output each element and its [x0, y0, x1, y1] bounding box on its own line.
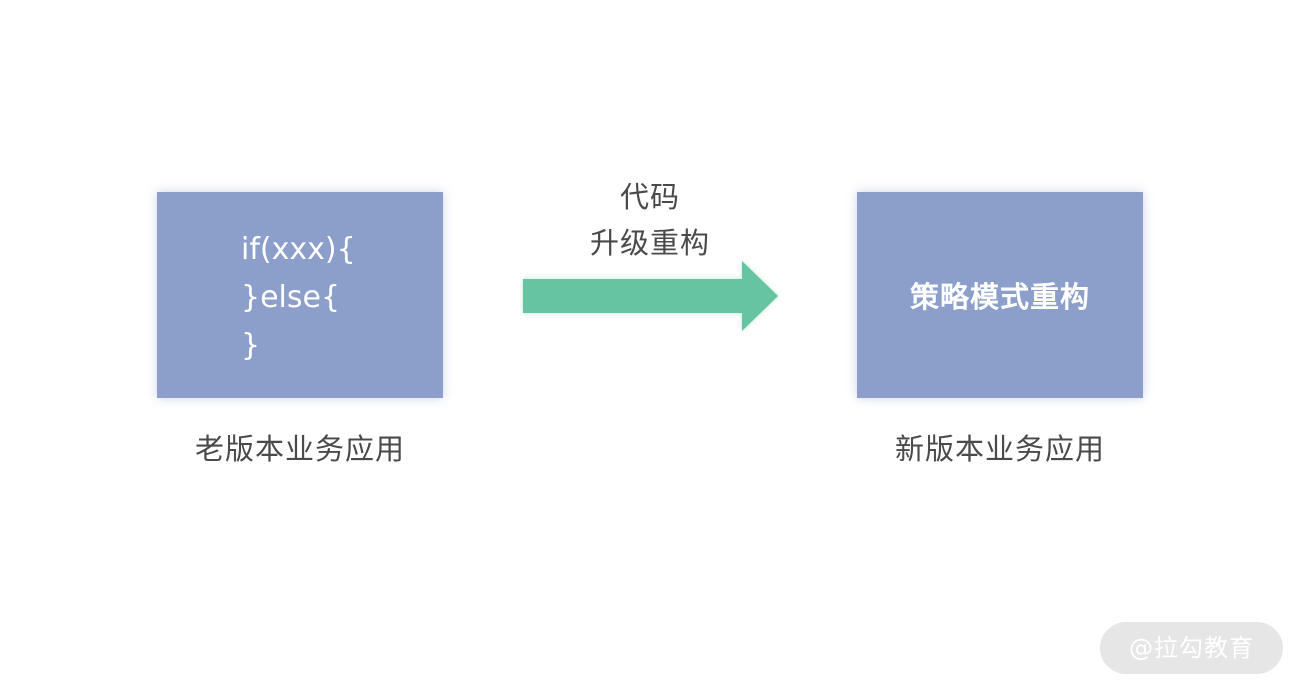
code-line-else: }else{ — [241, 280, 341, 315]
old-app-box: if(xxx){ }else{} — [157, 192, 443, 398]
new-app-box-label: 策略模式重构 — [909, 280, 1090, 314]
code-line-if: if(xxx){ — [241, 232, 356, 267]
new-app-caption: 新版本业务应用 — [894, 432, 1105, 466]
arrow-shape — [523, 261, 778, 331]
transition-label-line2: 升级重构 — [589, 226, 710, 260]
right-arrow-icon — [523, 261, 778, 331]
code-line-close: } — [241, 328, 261, 363]
transition-label: 代码 升级重构 — [550, 174, 750, 266]
new-app-box: 策略模式重构 — [857, 192, 1143, 398]
watermark-badge: @拉勾教育 — [1100, 622, 1283, 674]
old-app-caption: 老版本业务应用 — [194, 432, 405, 466]
old-app-code: if(xxx){ }else{} — [241, 226, 356, 370]
transition-label-line1: 代码 — [619, 180, 680, 214]
